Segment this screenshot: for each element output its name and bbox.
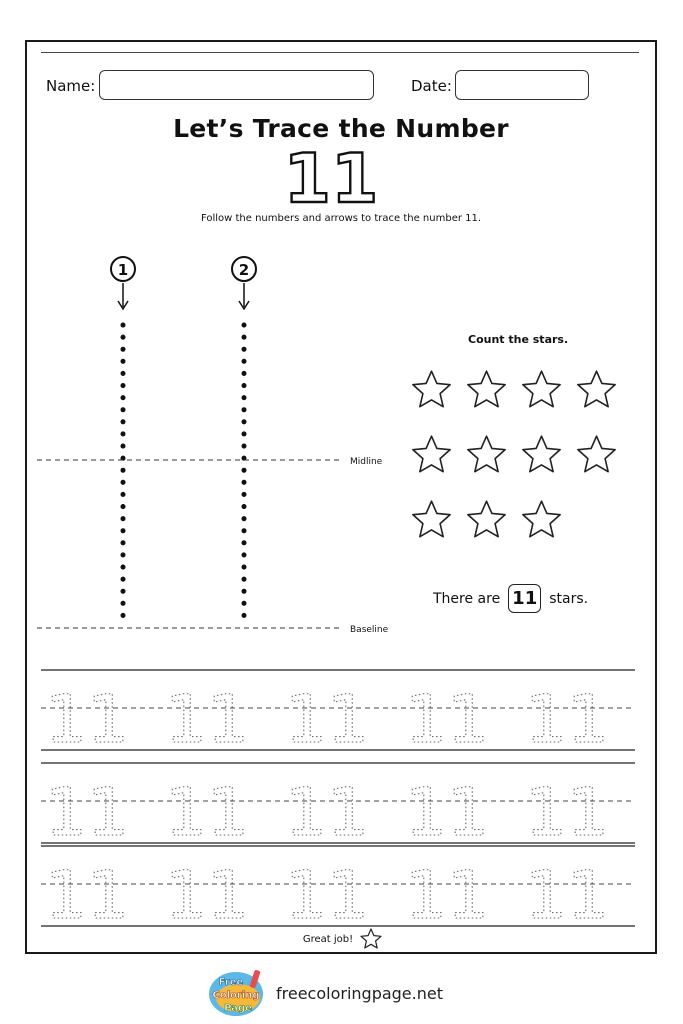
step-1-marker: 1 — [110, 256, 136, 311]
trace-number: 11 — [285, 681, 369, 758]
step-2-marker: 2 — [231, 256, 257, 311]
outlined-number: 11 — [282, 144, 379, 208]
star-icon — [577, 370, 616, 408]
trace-number: 11 — [525, 774, 609, 851]
name-field[interactable] — [99, 70, 374, 100]
worksheet-sheet: Name: Date: Let’s Trace the Number 11 Fo… — [25, 40, 657, 954]
footer: Free Coloring Page freecoloringpage.net — [208, 968, 443, 1018]
trace-number: 11 — [45, 857, 129, 934]
star-icon — [522, 370, 561, 408]
star-icon — [467, 370, 506, 408]
stars-grid — [410, 368, 630, 563]
practice-row: 11 11 11 11 11 — [41, 669, 635, 759]
tracing-area: 1 2 Midline Baseline — [37, 256, 389, 635]
closing-message: Great job! — [27, 927, 659, 951]
step-2-number: 2 — [239, 261, 249, 279]
trace-number: 11 — [405, 681, 489, 758]
closing-text: Great job! — [302, 933, 354, 945]
star-icon — [412, 435, 451, 473]
star-icon — [467, 500, 506, 538]
star-icon — [467, 435, 506, 473]
count-stars-heading: Count the stars. — [468, 333, 569, 346]
star-answer: There are 11 stars. — [433, 584, 588, 613]
trace-number: 11 — [165, 774, 249, 851]
instruction-text: Follow the numbers and arrows to trace t… — [200, 213, 482, 224]
logo-word-1: Free — [219, 977, 244, 988]
trace-number: 11 — [405, 857, 489, 934]
trace-number: 11 — [165, 681, 249, 758]
baseline-label: Baseline — [350, 625, 389, 635]
midline-label: Midline — [350, 457, 383, 467]
trace-number: 11 — [165, 857, 249, 934]
footer-url[interactable]: freecoloringpage.net — [276, 983, 443, 1003]
star-answer-prefix: There are — [433, 590, 501, 607]
trace-number: 11 — [285, 857, 369, 934]
date-label: Date: — [411, 77, 452, 95]
star-icon — [412, 370, 451, 408]
star-icon — [522, 435, 561, 473]
stars-row — [410, 498, 630, 541]
star-icon — [522, 500, 561, 538]
trace-number: 11 — [525, 681, 609, 758]
star-answer-suffix: stars. — [549, 590, 589, 607]
star-answer-box[interactable]: 11 — [508, 584, 542, 613]
brand-logo: Free Coloring Page — [208, 968, 266, 1018]
trace-number: 11 — [405, 774, 489, 851]
step-1-number: 1 — [118, 261, 128, 279]
stars-row — [410, 368, 630, 411]
star-icon — [577, 435, 616, 473]
page-title: Let’s Trace the Number — [173, 114, 509, 143]
star-icon — [412, 500, 451, 538]
trace-number: 11 — [45, 681, 129, 758]
practice-row: 11 11 11 11 11 — [41, 762, 635, 852]
logo-word-3: Page — [224, 1003, 252, 1014]
trace-number: 11 — [45, 774, 129, 851]
top-rule — [41, 52, 639, 53]
logo-word-2: Coloring — [212, 990, 259, 1001]
practice-row: 11 11 11 11 11 — [41, 845, 635, 935]
star-icon — [360, 928, 382, 949]
trace-number: 11 — [525, 857, 609, 934]
outlined-number-text: 11 — [284, 144, 379, 208]
date-field[interactable] — [455, 70, 589, 100]
name-label: Name: — [46, 77, 96, 95]
stars-row — [410, 433, 630, 476]
trace-number: 11 — [285, 774, 369, 851]
